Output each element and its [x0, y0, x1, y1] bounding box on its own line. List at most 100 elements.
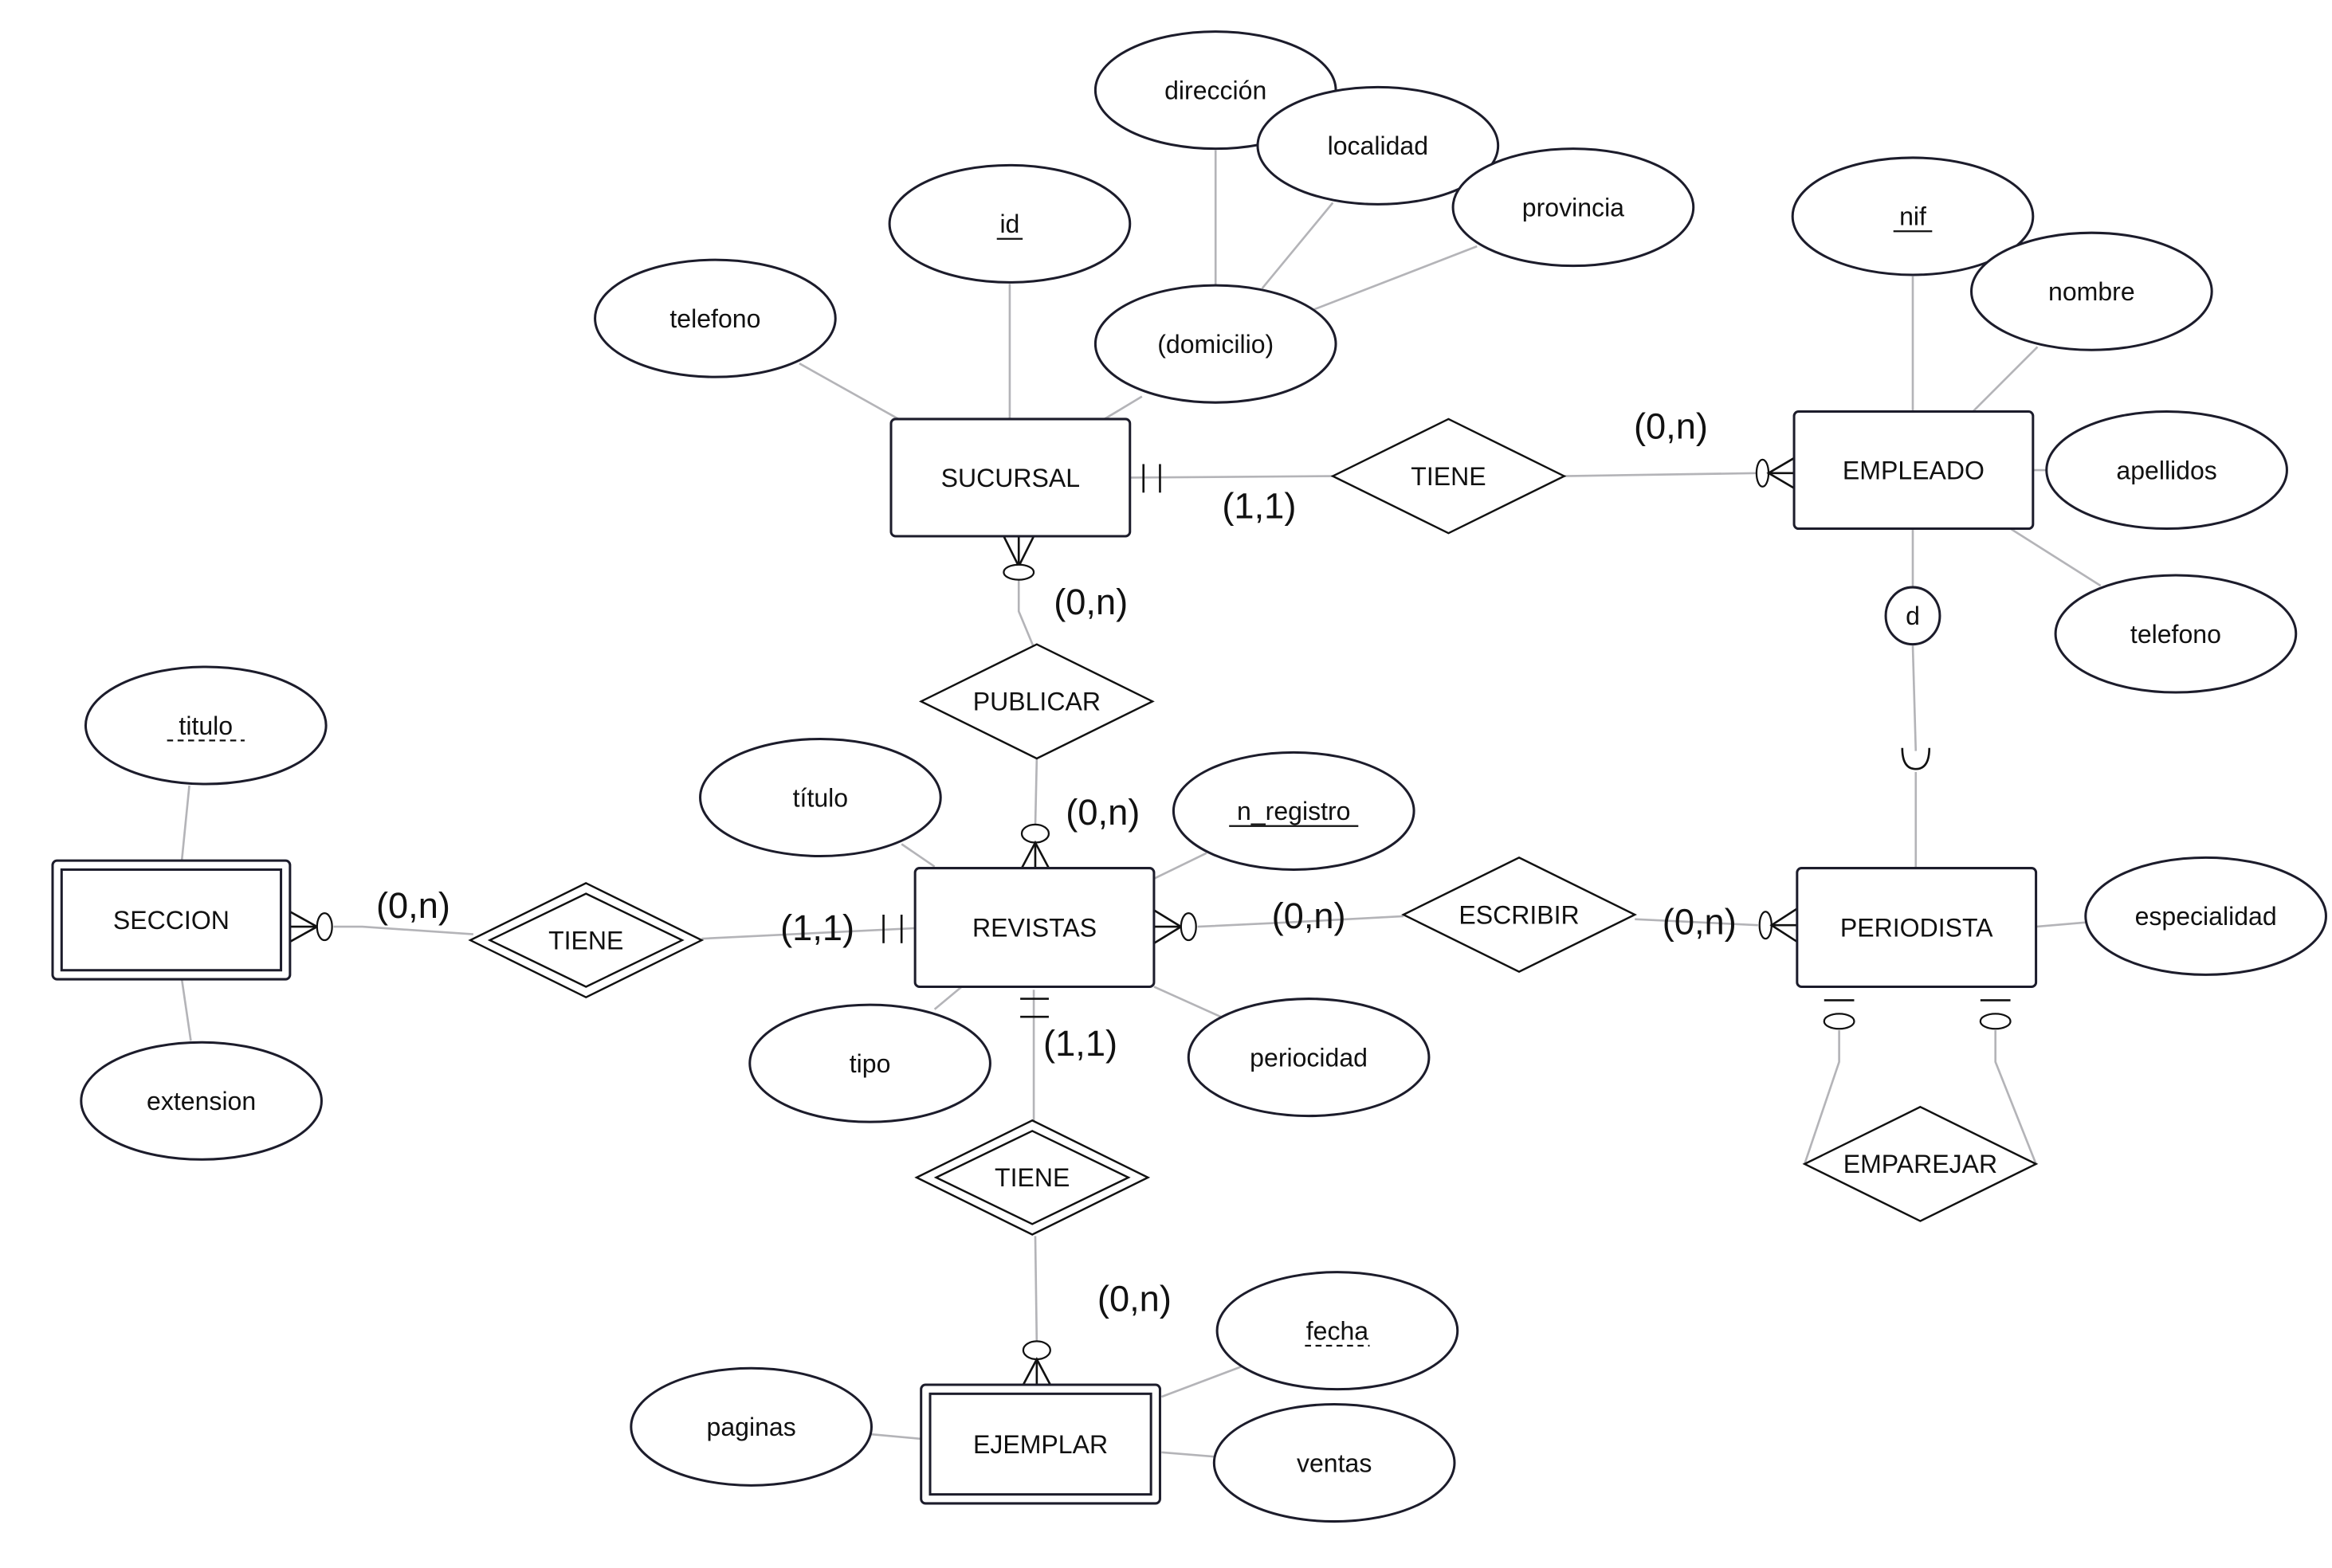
entity-label: SUCURSAL — [941, 464, 1080, 492]
zero-or-many-marker — [1758, 907, 1798, 943]
connector-line — [1034, 1236, 1038, 1345]
attribute-label: fecha — [1306, 1316, 1369, 1345]
relationship-label: PUBLICAR — [973, 688, 1101, 716]
zero-or-many-marker — [1153, 909, 1197, 944]
connector-line — [1104, 395, 1143, 421]
attribute-sucursal_domicilio[interactable]: (domicilio) — [1093, 284, 1337, 404]
attribute-label: telefono — [2130, 620, 2221, 649]
connector-line — [333, 925, 473, 935]
attribute-label: titulo — [179, 711, 233, 740]
attribute-label: periocidad — [1250, 1043, 1368, 1072]
connector-line — [1129, 475, 1333, 479]
attribute-revistas_periocidad[interactable]: periocidad — [1187, 998, 1431, 1118]
zero-or-many-marker — [1022, 1340, 1051, 1386]
cardinality-label: (0,n) — [1066, 792, 1140, 833]
connector-line — [933, 986, 963, 1010]
cardinality-label: (0,n) — [1272, 896, 1346, 936]
connector-line — [799, 363, 900, 421]
connector-line — [1153, 852, 1207, 880]
attribute-revistas_titulo[interactable]: título — [699, 737, 942, 857]
connector-line — [1911, 645, 1918, 751]
attribute-label: telefono — [669, 304, 760, 333]
relationship-label: EMPAREJAR — [1843, 1150, 1997, 1178]
cardinality-label: (0,n) — [376, 885, 450, 926]
one-and-only-one-marker — [882, 915, 903, 943]
relationship-label: TIENE — [995, 1163, 1070, 1192]
connector-line — [1635, 918, 1758, 927]
relationship-label: TIENE — [548, 926, 623, 955]
connector-line — [1309, 245, 1478, 312]
attribute-label: título — [793, 783, 848, 812]
connector-line — [1994, 1030, 2037, 1165]
attribute-empleado_apellidos[interactable]: apellidos — [2045, 410, 2288, 531]
attribute-label: id — [999, 210, 1019, 238]
entity-revistas[interactable]: REVISTAS — [913, 867, 1156, 988]
relationship-tiene_sucursal_empleado[interactable]: TIENE — [1330, 417, 1567, 535]
attribute-periodista_especialidad[interactable]: especialidad — [2084, 856, 2327, 976]
relationship-publicar[interactable]: PUBLICAR — [918, 643, 1155, 760]
attribute-label: tipo — [850, 1049, 891, 1078]
attribute-label: dirección — [1164, 76, 1266, 104]
attribute-label: especialidad — [2135, 902, 2277, 931]
subset-symbol — [1901, 747, 1931, 770]
entity-periodista[interactable]: PERIODISTA — [1796, 867, 2038, 988]
connector-line — [1017, 579, 1035, 648]
attribute-label: provincia — [1522, 193, 1624, 221]
attribute-domicilio_provincia[interactable]: provincia — [1451, 147, 1695, 268]
attribute-seccion_titulo[interactable]: titulo — [84, 665, 328, 786]
attribute-empleado_telefono[interactable]: telefono — [2054, 574, 2298, 694]
connector-line — [180, 978, 192, 1041]
attribute-sucursal_id[interactable]: id — [888, 163, 1132, 284]
connector-line — [1261, 202, 1334, 289]
connector-line — [2009, 527, 2102, 587]
relationship-tiene_ejemplar[interactable]: TIENE — [914, 1119, 1151, 1236]
one-and-only-one-marker — [1020, 998, 1049, 1018]
relationship-tiene_seccion[interactable]: TIENE — [468, 882, 705, 999]
relationship-escribir[interactable]: ESCRIBIR — [1401, 857, 1637, 973]
entity-label: SECCION — [113, 906, 230, 935]
attribute-domicilio_localidad[interactable]: localidad — [1256, 85, 1500, 206]
cardinality-label-layer: (1,1)(0,n)(0,n)(0,n)(0,n)(1,1)(0,n)(0,n)… — [376, 406, 1737, 1319]
attribute-ejemplar_paginas[interactable]: paginas — [630, 1366, 873, 1487]
attribute-revistas_tipo[interactable]: tipo — [748, 1003, 991, 1123]
cardinality-label: (1,1) — [1043, 1023, 1117, 1064]
zero-or-many-marker — [1020, 823, 1050, 869]
entity-label: EJEMPLAR — [973, 1430, 1108, 1459]
attribute-label: apellidos — [2116, 456, 2216, 484]
cardinality-label: (0,n) — [1663, 902, 1737, 943]
zero-or-one-marker — [1823, 999, 1855, 1030]
entity-seccion[interactable]: SECCION — [51, 859, 292, 981]
connector-line — [1972, 346, 2039, 413]
cardinality-label: (0,n) — [1054, 582, 1128, 622]
connector-line — [901, 843, 936, 868]
relationship-label: TIENE — [1411, 462, 1486, 491]
connector-line — [180, 785, 190, 861]
attribute-label: extension — [147, 1087, 256, 1115]
cardinality-label: (0,n) — [1097, 1279, 1172, 1319]
attribute-empleado_nombre[interactable]: nombre — [1970, 231, 2213, 351]
specialization-label: d — [1906, 602, 1920, 630]
shape-layer: SUCURSAL EMPLEADO REVISTAS PERIODISTA SECCIO… — [51, 30, 2327, 1523]
attribute-label: nif — [1899, 202, 1926, 231]
attribute-ejemplar_fecha[interactable]: fecha — [1215, 1271, 1459, 1391]
attribute-label: localidad — [1328, 131, 1428, 160]
cardinality-label: (0,n) — [1634, 406, 1708, 446]
relationship-emparejar[interactable]: EMPAREJAR — [1802, 1105, 2039, 1222]
attribute-label: (domicilio) — [1157, 330, 1274, 359]
attribute-empleado_nif[interactable]: nif — [1791, 156, 2035, 276]
entity-sucursal[interactable]: SUCURSAL — [889, 417, 1132, 538]
attribute-revistas_n_registro[interactable]: n_registro — [1172, 751, 1415, 871]
connector-line — [1161, 1451, 1218, 1458]
entity-empleado[interactable]: EMPLEADO — [1792, 410, 2035, 531]
connector-line — [701, 927, 916, 940]
attribute-seccion_extension[interactable]: extension — [80, 1041, 323, 1161]
connector-line — [1804, 1030, 1840, 1165]
one-and-only-one-marker — [1142, 464, 1161, 493]
connector-line — [2036, 921, 2089, 928]
entity-ejemplar[interactable]: EJEMPLAR — [920, 1383, 1161, 1505]
attribute-sucursal_telefono[interactable]: telefono — [594, 258, 837, 378]
specialization-disjoint[interactable]: d — [1884, 586, 1941, 646]
attribute-label: ventas — [1297, 1448, 1372, 1477]
attribute-ejemplar_ventas[interactable]: ventas — [1212, 1403, 1456, 1523]
